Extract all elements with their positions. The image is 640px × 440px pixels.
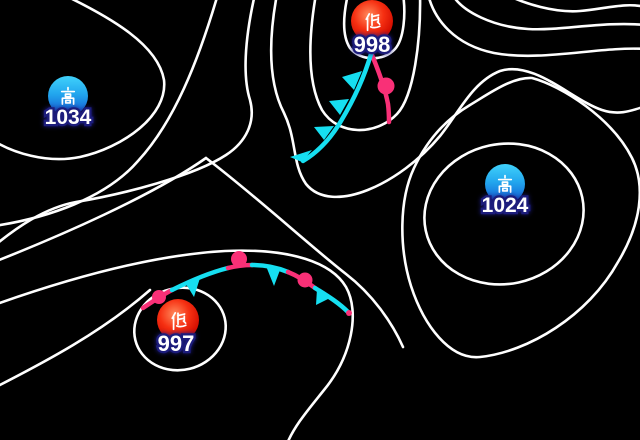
warm-front-tip-dot (346, 310, 352, 316)
pressure-value-label: 1024 (482, 194, 529, 217)
pressure-marker-low-north: 998 (351, 0, 393, 59)
isobar-line (0, 288, 152, 387)
warm-front-bump (231, 251, 247, 267)
cold-front-line (300, 51, 374, 164)
cold-front-triangle (316, 289, 330, 305)
cold-front-triangle (186, 278, 200, 297)
isobar-line (0, 0, 256, 243)
pressure-markers: 998 1034 1024 (42, 0, 531, 358)
isobar-line (515, 0, 640, 13)
cold-front-triangle (290, 150, 312, 162)
pressure-marker-high-west: 1034 (42, 76, 94, 131)
stationary-cold-segment (249, 262, 291, 275)
isobar-ridge-line (0, 156, 405, 349)
pressure-value-label: 998 (354, 32, 391, 57)
low-symbol-glyph (365, 12, 381, 32)
warm-front-line (369, 52, 392, 125)
pressure-marker-high-east: 1024 (479, 164, 531, 219)
high-symbol-glyph (60, 86, 76, 105)
stationary-front-south (140, 251, 352, 316)
cold-front-triangle (342, 71, 362, 90)
isobar-line (428, 0, 640, 58)
isobar-loop-low-south-outer (0, 249, 354, 440)
stationary-front-bumps (152, 251, 352, 316)
warm-front-bump (297, 272, 313, 288)
cold-front-triangle (266, 266, 280, 286)
pressure-value-label: 997 (158, 331, 195, 356)
isobar-line (0, 0, 218, 227)
stationary-front-triangles (186, 266, 330, 305)
cold-front-triangle (314, 126, 334, 140)
cold-front-triangle (329, 99, 349, 115)
isobar-ellipse-high-east-inner (423, 142, 585, 286)
high-symbol-glyph (497, 174, 513, 193)
isobar-line (0, 0, 166, 161)
stationary-cold-segment (169, 265, 231, 293)
warm-front-bump (152, 290, 166, 304)
pressure-marker-low-south: 997 (155, 299, 199, 358)
isobar-line (269, 0, 640, 199)
warm-front-bump (377, 77, 395, 95)
cold-front-triangles (290, 71, 362, 162)
isobar-line (308, 0, 422, 132)
pressure-value-label: 1034 (45, 106, 92, 129)
isobar-line (454, 0, 640, 31)
isobar-loop-high-east-outer (401, 76, 640, 359)
low-symbol-glyph (171, 311, 187, 331)
cold-front-north (290, 51, 374, 164)
